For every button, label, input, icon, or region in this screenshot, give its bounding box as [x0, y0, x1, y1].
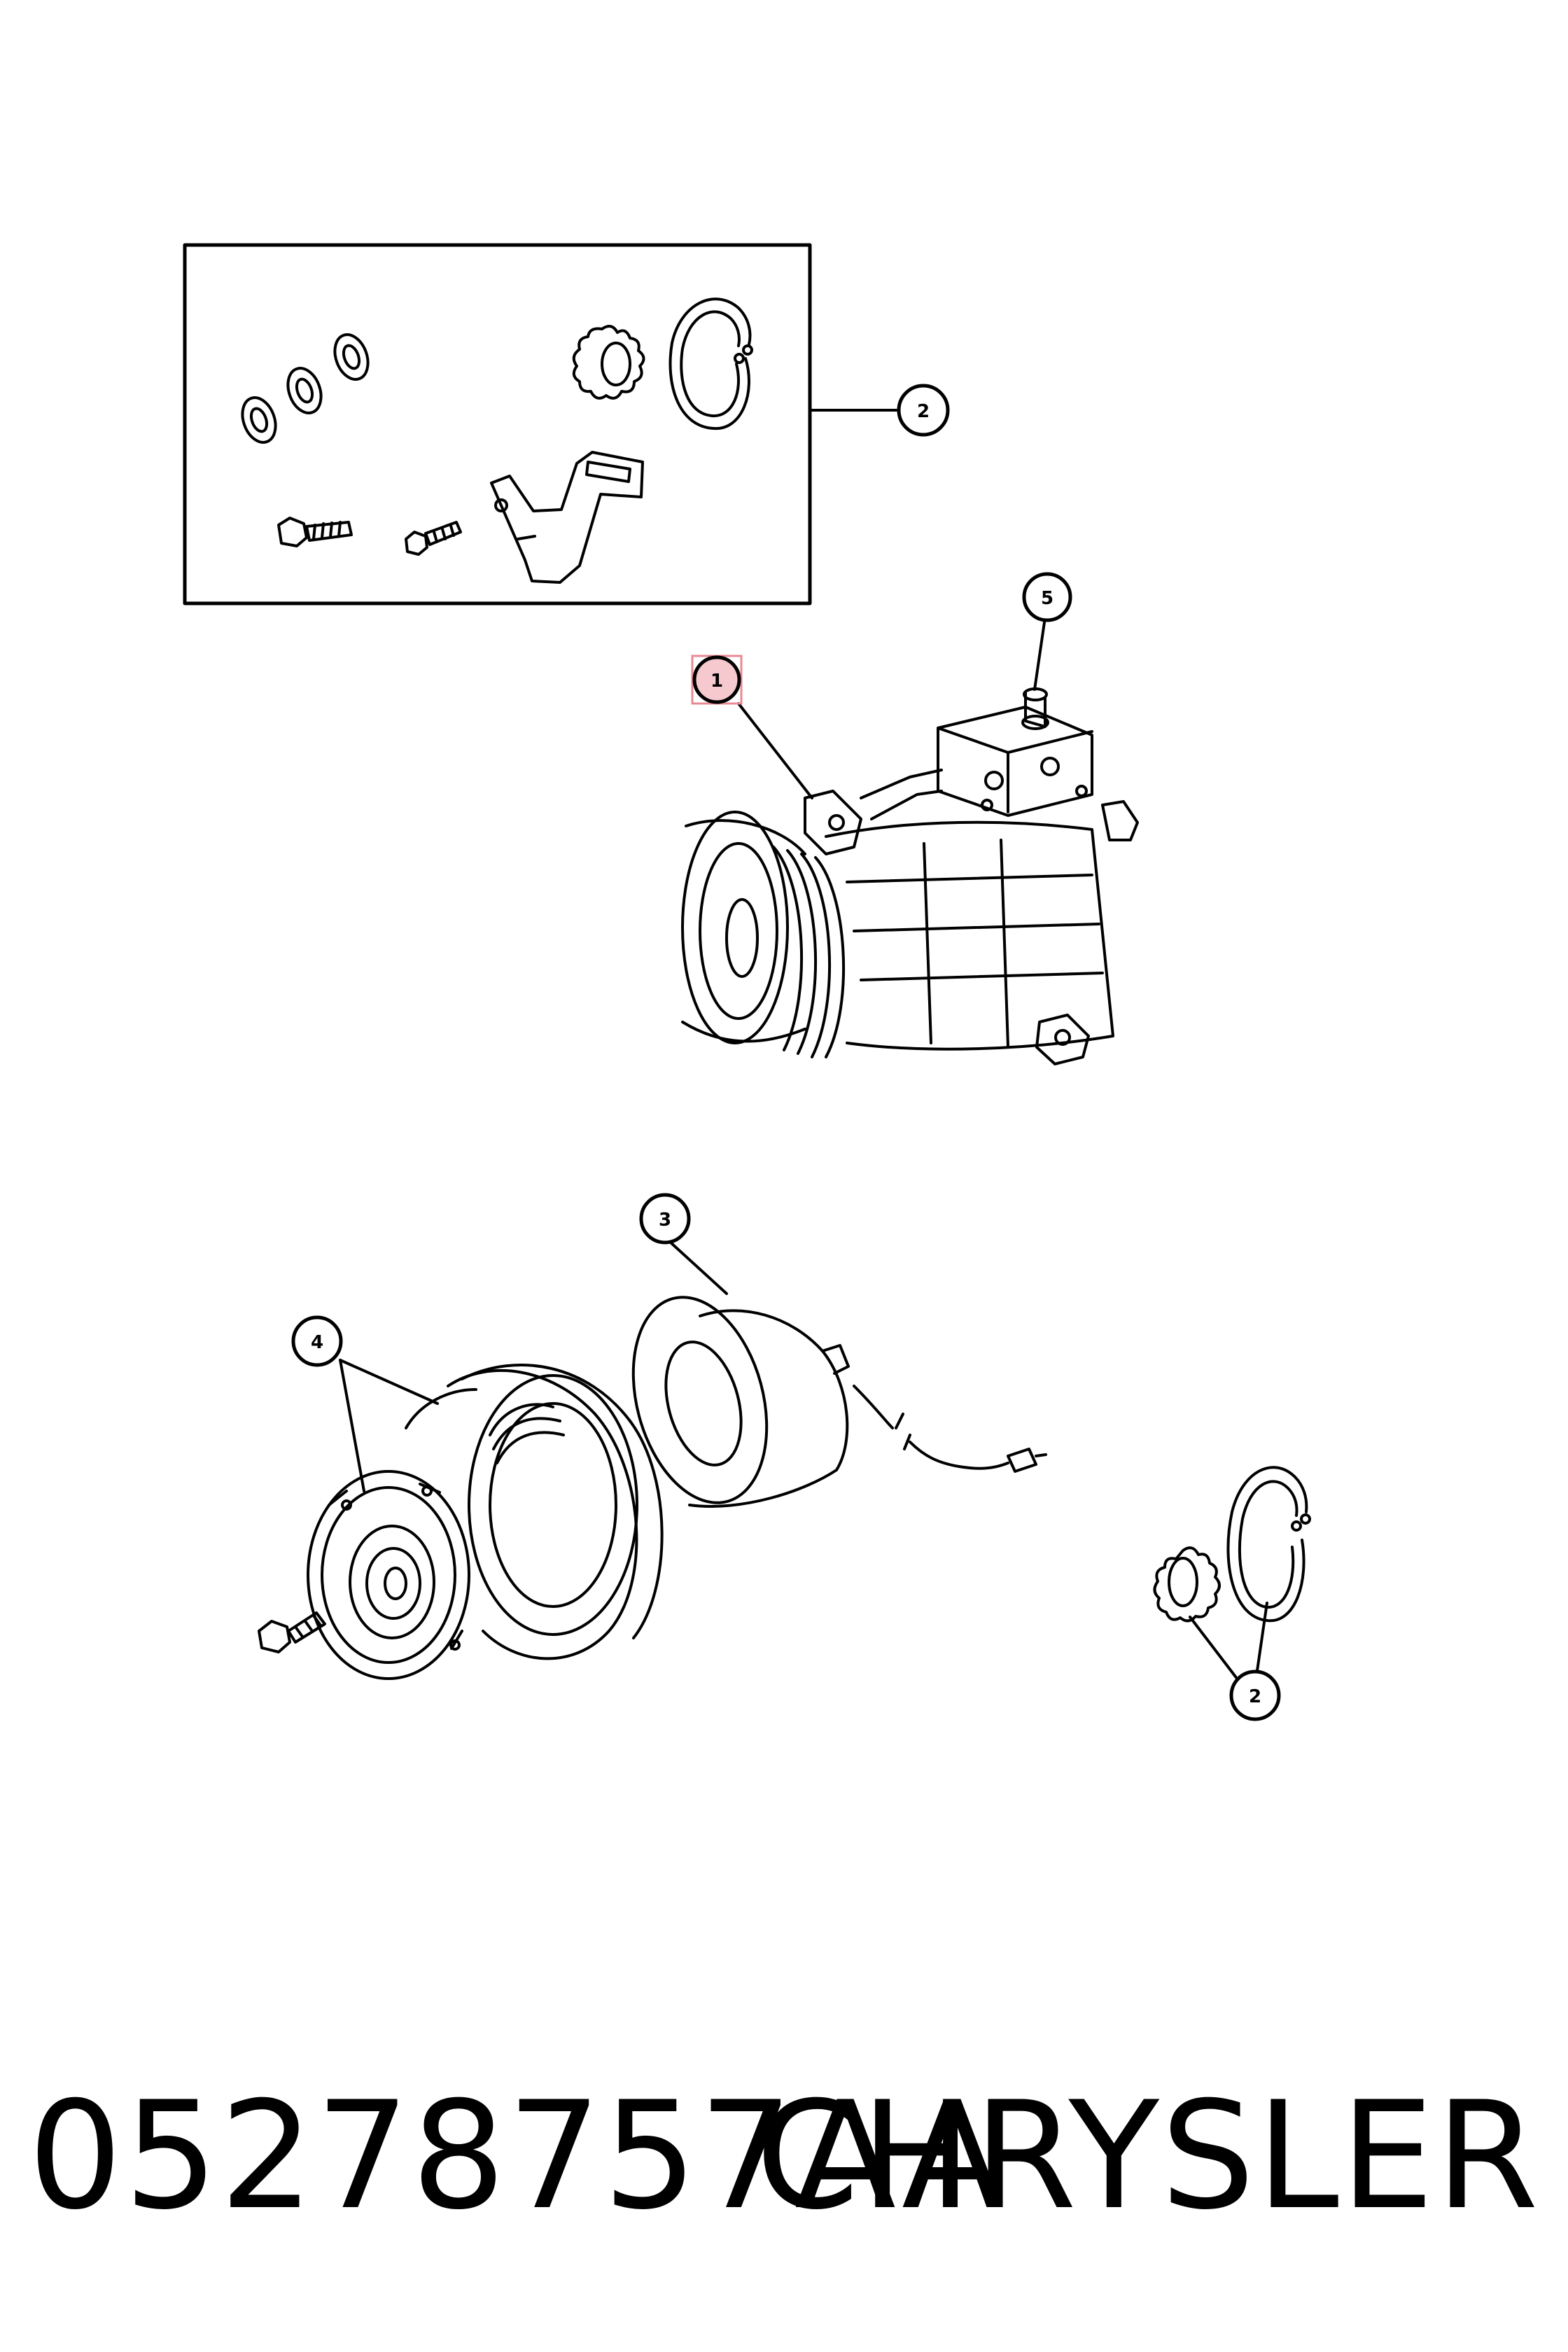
callout-valve[interactable]: 5	[1022, 572, 1072, 622]
callout-compressor[interactable]: 1	[691, 654, 743, 705]
callout-snap-rings[interactable]: 2	[1229, 1670, 1281, 1721]
callout-coil[interactable]: 3	[639, 1193, 691, 1245]
callout-kit-label: 2	[917, 401, 930, 422]
part-number: 05278757AA	[28, 2069, 1004, 2242]
bolt-large	[277, 517, 353, 547]
callout-snap-rings-label: 2	[1249, 1686, 1261, 1707]
service-kit-box	[183, 243, 900, 606]
callout-clutch[interactable]: 4	[291, 1315, 343, 1367]
clutch-assembly	[258, 1359, 664, 1680]
callout-valve-label: 5	[1041, 588, 1054, 609]
callout-kit[interactable]: 2	[897, 384, 950, 437]
snap-ring	[668, 298, 753, 430]
compressor-assembly	[681, 616, 1139, 1065]
mounting-bracket	[490, 451, 644, 584]
callout-clutch-label: 4	[311, 1332, 323, 1353]
footer: 05278757AA CHRYSLER	[0, 2051, 1568, 2261]
callout-compressor-label: 1	[710, 671, 723, 692]
brand-name: CHRYSLER	[755, 2069, 1540, 2242]
bolt-small	[405, 521, 462, 556]
wavy-gasket	[572, 325, 645, 400]
callout-coil-label: 3	[659, 1210, 671, 1231]
field-coil	[631, 1241, 1047, 1508]
o-ring-washers	[241, 333, 370, 444]
snap-rings-lower	[1153, 1466, 1311, 1701]
